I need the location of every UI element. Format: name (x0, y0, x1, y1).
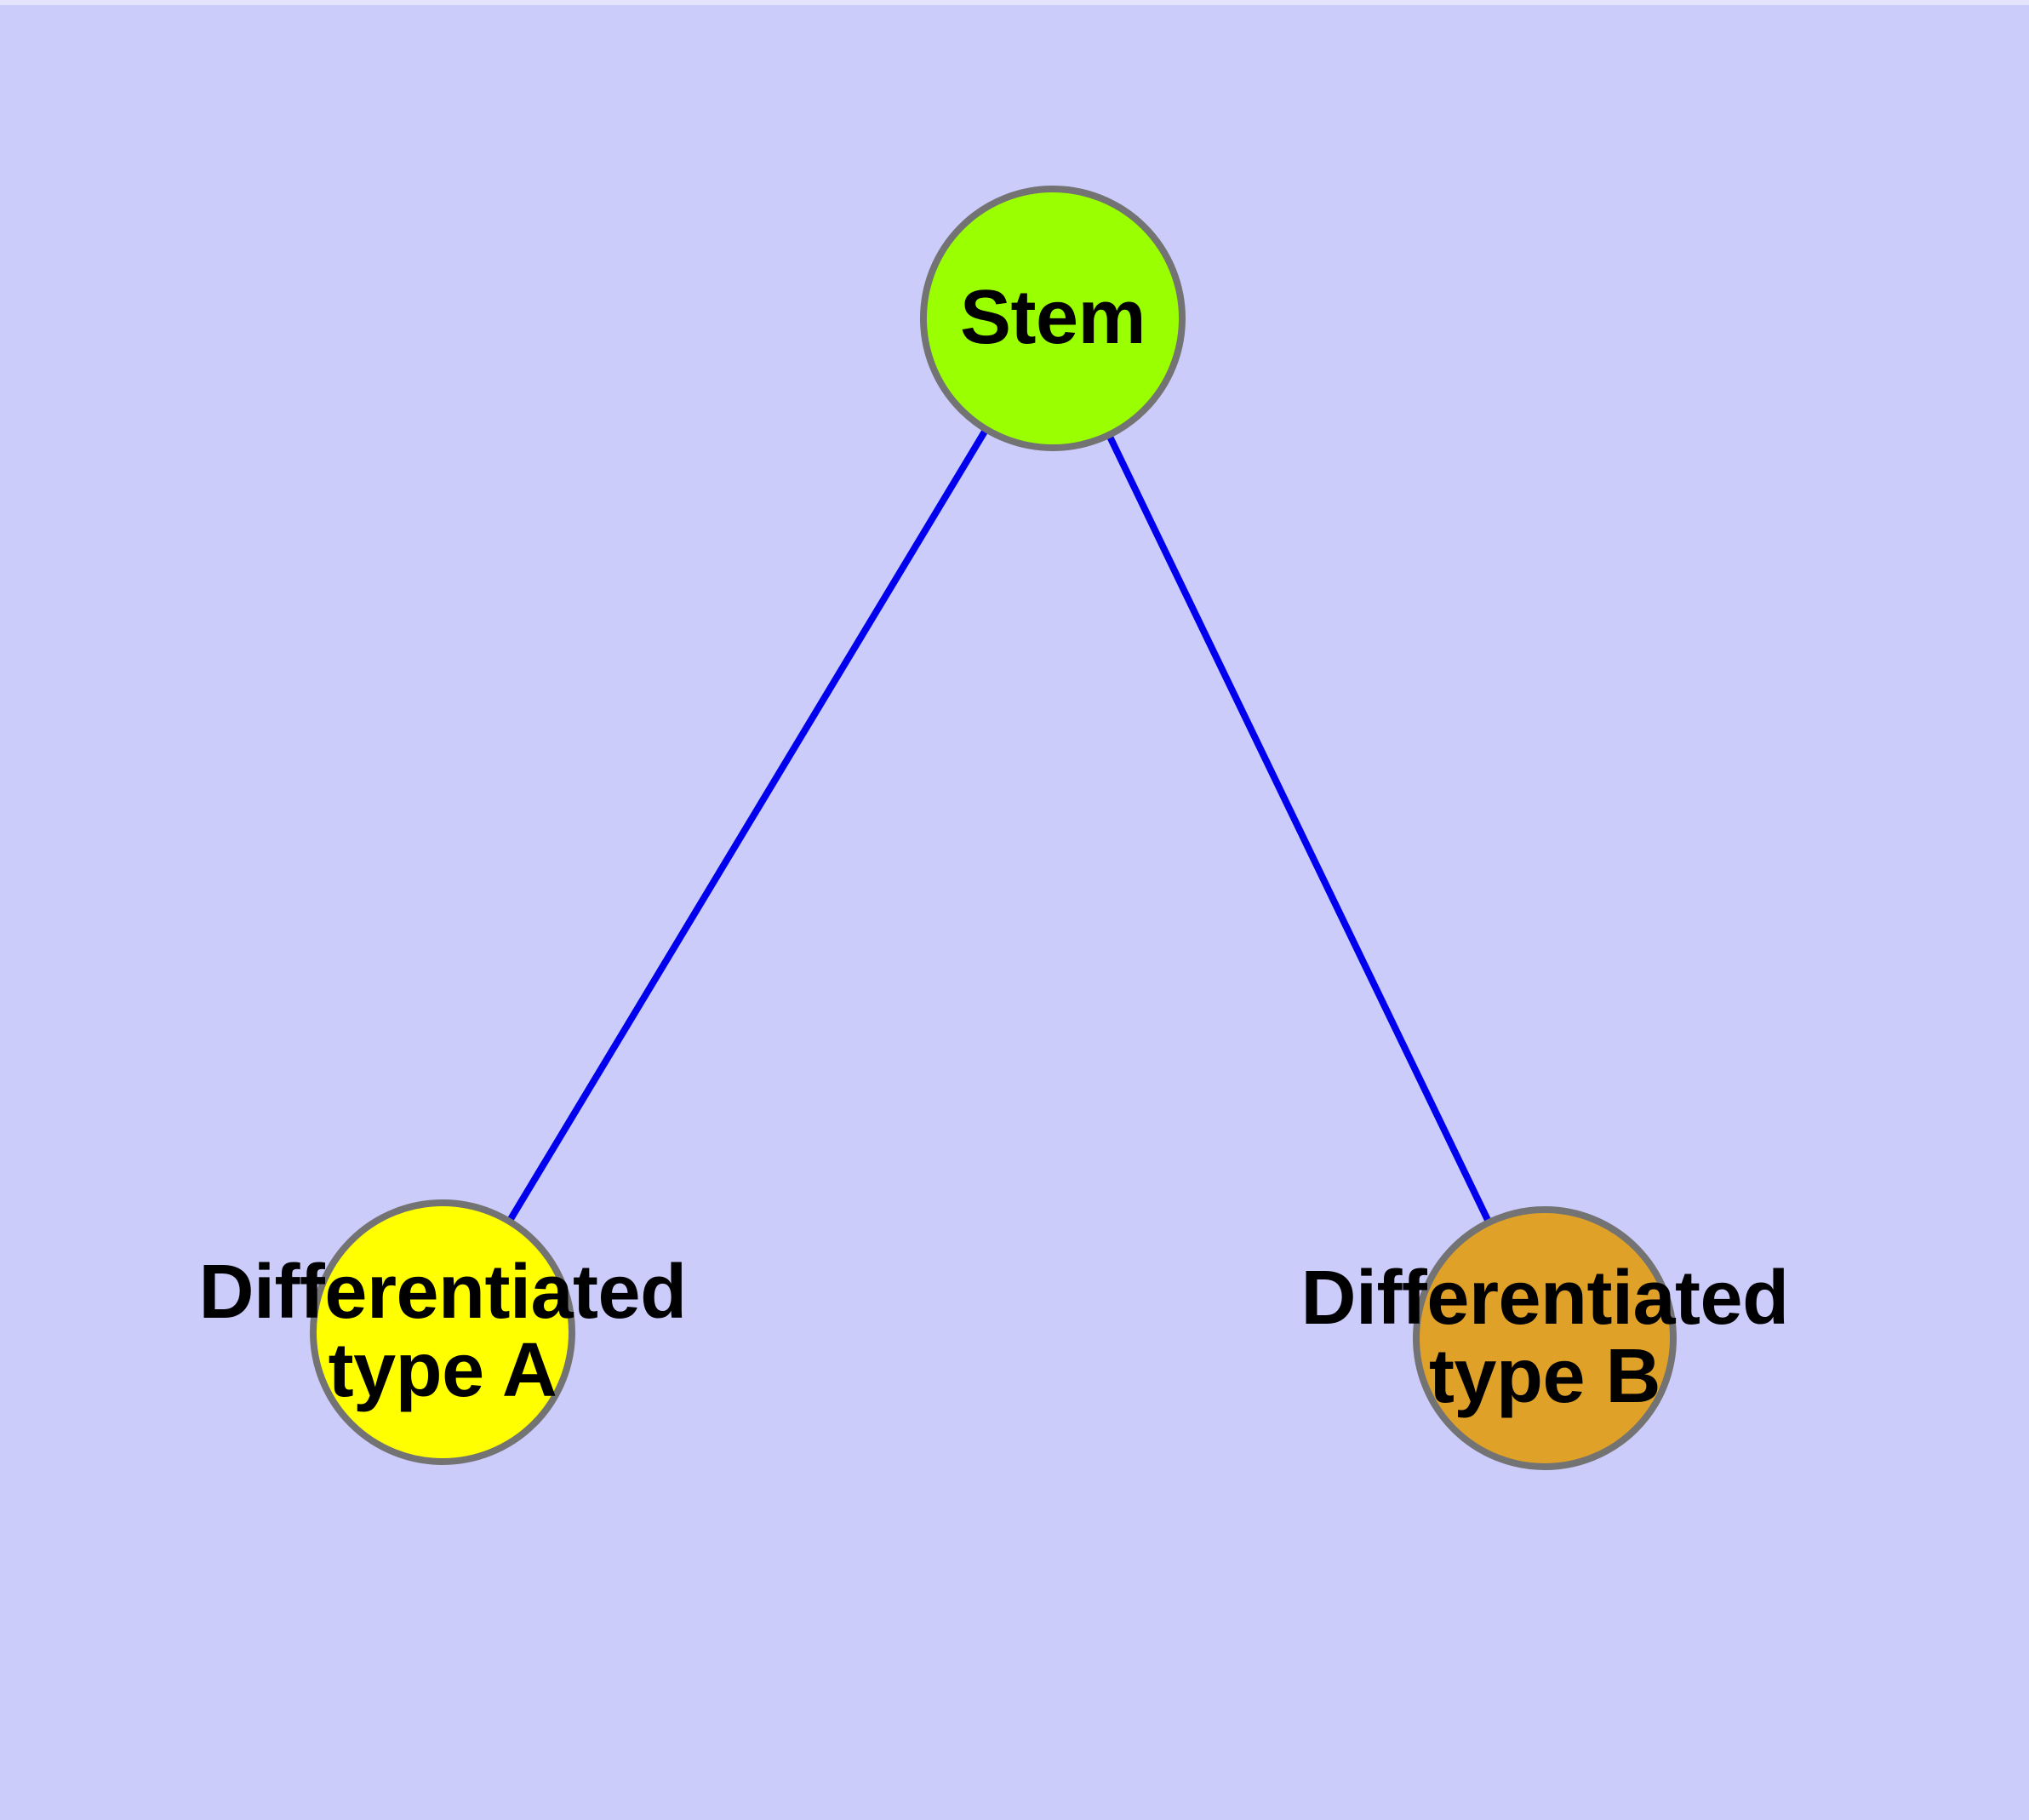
graph-node-diff_a[interactable] (310, 1199, 575, 1465)
graph-edge[interactable] (1049, 317, 1548, 1340)
graph-node-stem[interactable] (920, 186, 1186, 451)
node-layer (310, 186, 1677, 1470)
graph-node-diff_b[interactable] (1413, 1206, 1677, 1470)
canvas-top-edge (0, 0, 2029, 5)
edge-layer (439, 316, 1548, 1340)
graph-edge[interactable] (439, 316, 1056, 1335)
